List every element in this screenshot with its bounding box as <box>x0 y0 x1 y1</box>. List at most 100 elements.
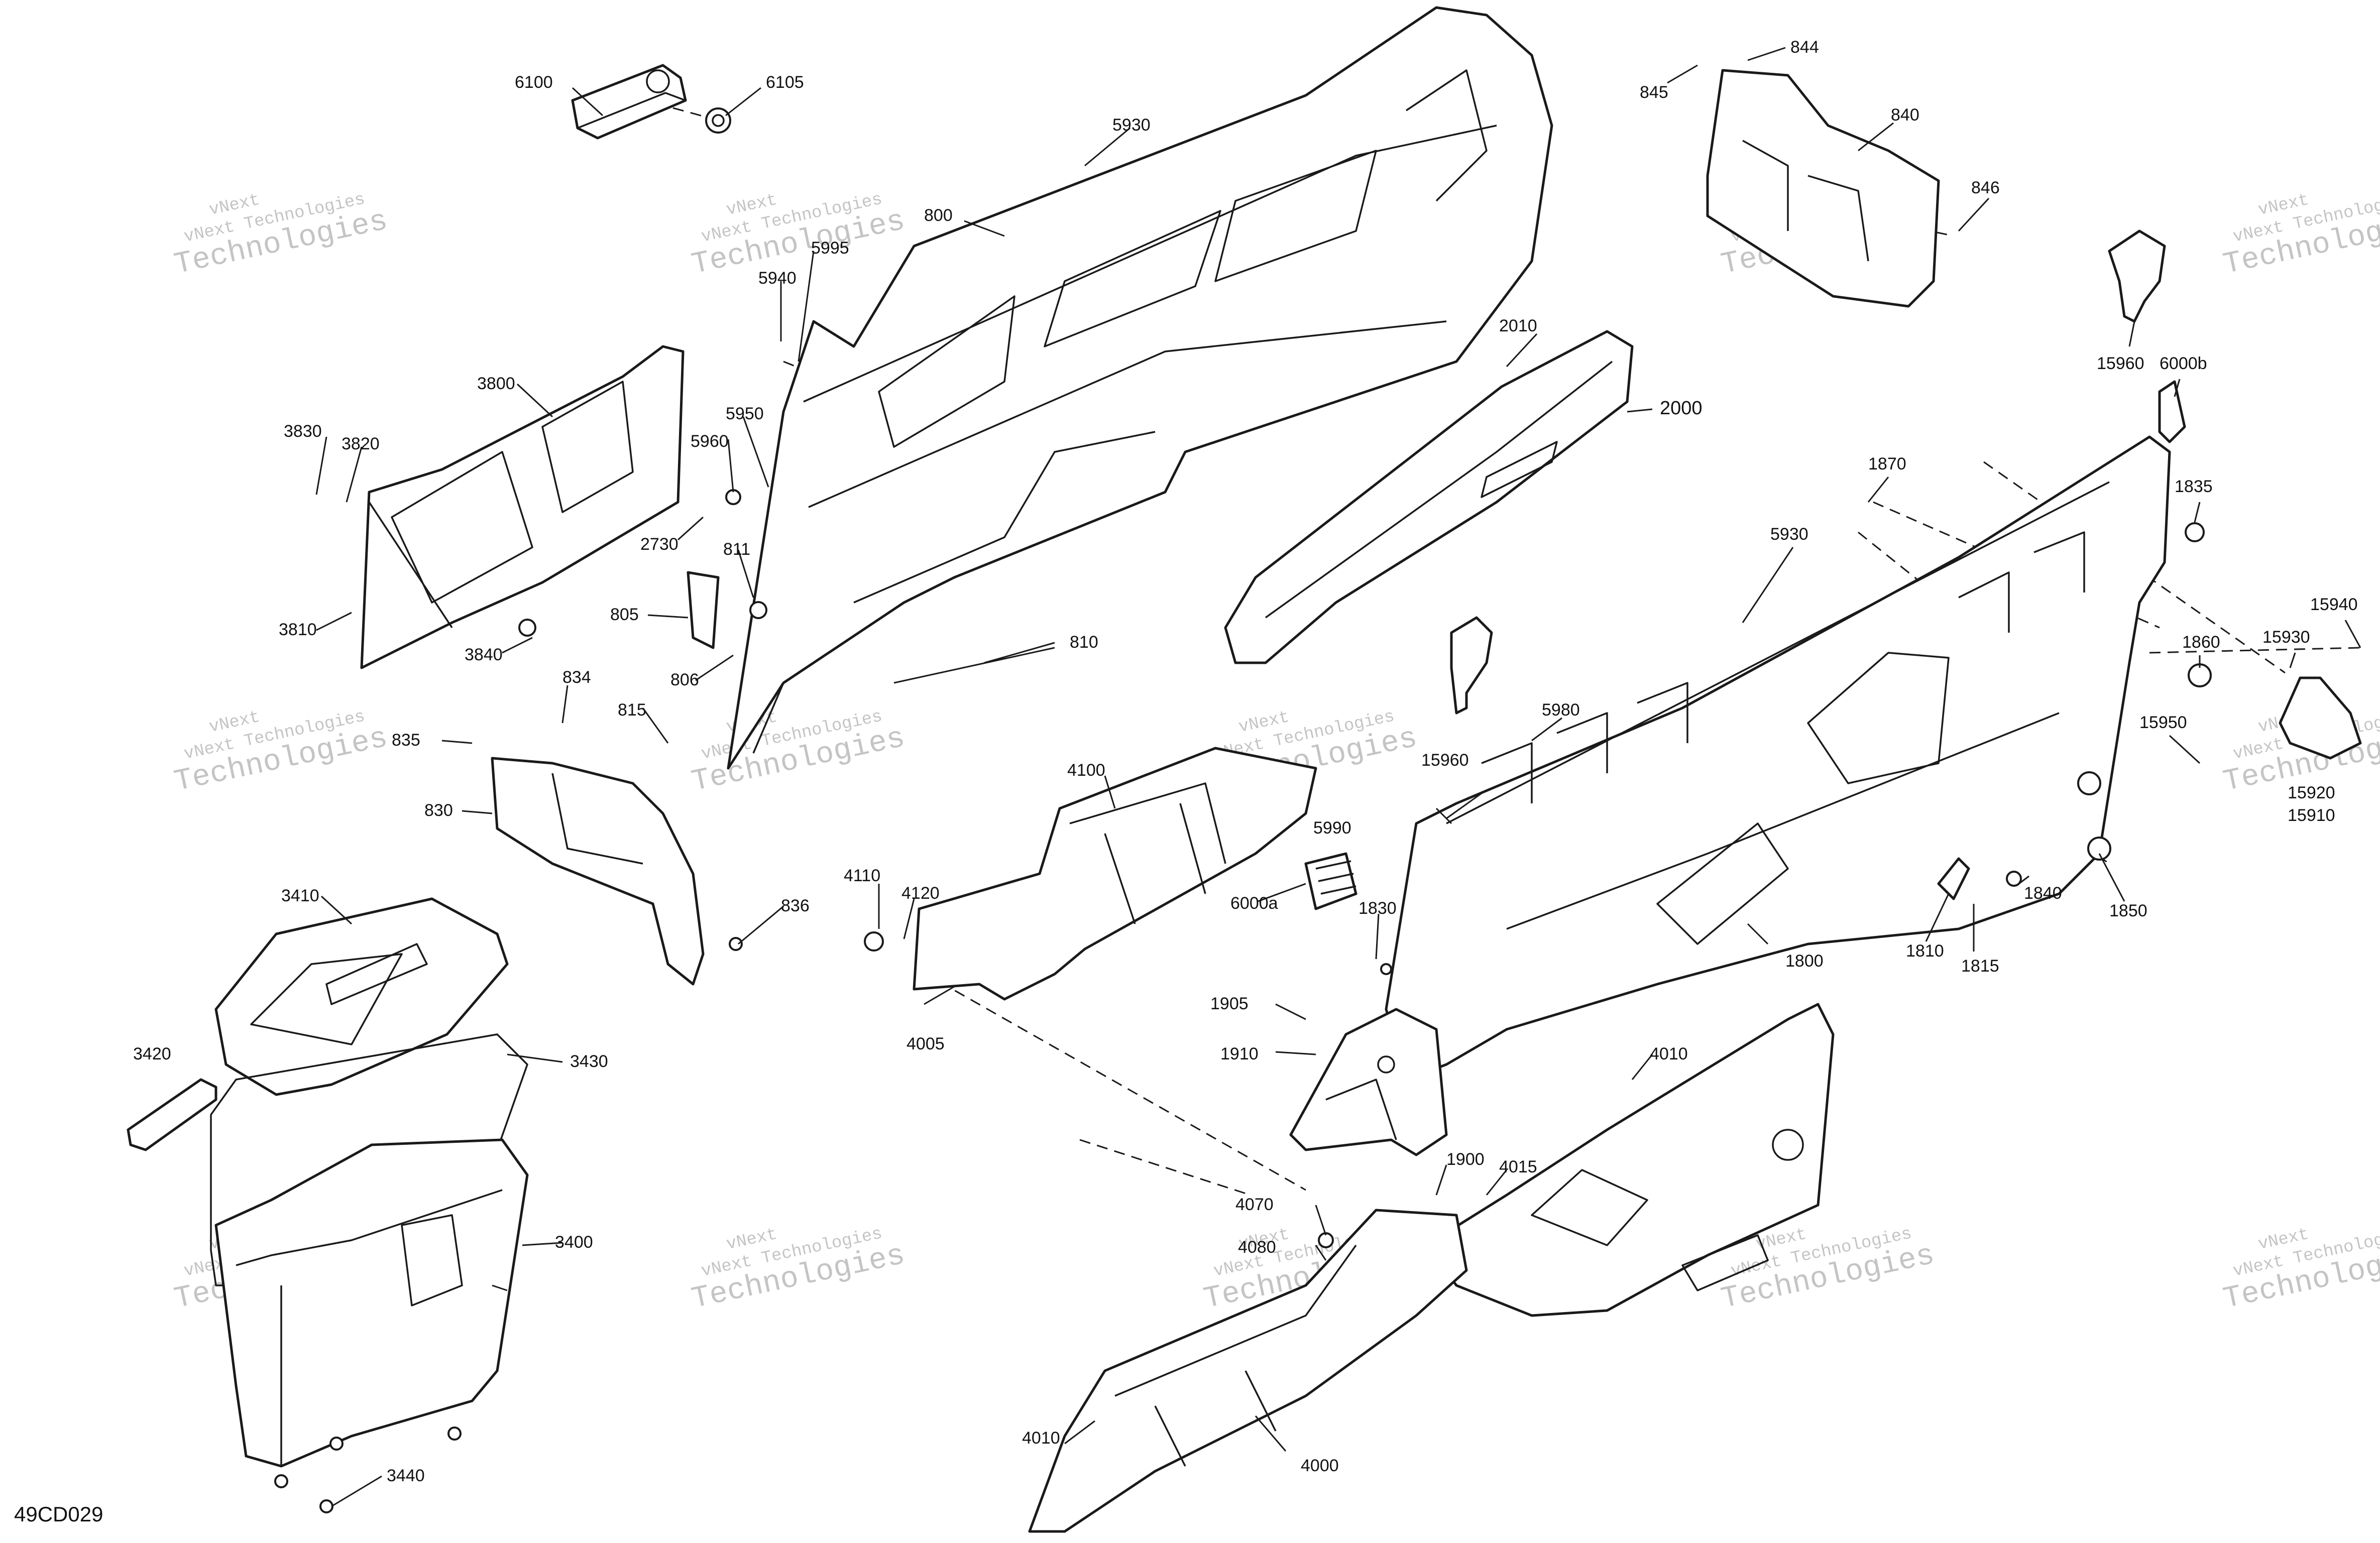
callout-5940: 5940 <box>758 269 797 288</box>
callout-3410: 3410 <box>281 886 319 905</box>
callout-846: 846 <box>1971 178 2000 197</box>
callout-2010: 2010 <box>1499 316 1537 335</box>
assembly-line <box>939 981 1306 1191</box>
watermark: vNext vNext Technologies Technologies <box>689 707 908 799</box>
callout-3840: 3840 <box>465 645 503 664</box>
callout-15920: 15920 <box>2288 783 2335 802</box>
callout-5930: 5930 <box>1770 525 1808 544</box>
callout-4010: 4010 <box>1650 1044 1688 1063</box>
callout-1870: 1870 <box>1868 454 1906 473</box>
callout-815: 815 <box>618 700 646 720</box>
part-15920-cover <box>2279 676 2362 760</box>
diagram-code: 49CD029 <box>14 1502 103 1526</box>
callout-811: 811 <box>723 540 750 559</box>
callout-834: 834 <box>562 668 591 687</box>
part-4000-duct <box>1028 1209 1468 1533</box>
callout-15960: 15960 <box>1421 751 1469 770</box>
callout-810: 810 <box>1070 633 1098 652</box>
part-6000b-vent <box>2158 380 2186 443</box>
callout-3820: 3820 <box>342 434 380 453</box>
callout-6100: 6100 <box>515 73 553 92</box>
part-840-bracket <box>1706 69 1940 308</box>
callout-3810: 3810 <box>279 620 317 639</box>
watermark: vNext vNext Technologies Technologies <box>689 1224 908 1317</box>
callout-5930: 5930 <box>1112 115 1151 135</box>
callout-845: 845 <box>1640 83 1668 102</box>
callout-806: 806 <box>670 670 699 689</box>
part-4100-duct <box>913 747 1317 1001</box>
callout-2000: 2000 <box>1660 398 1703 419</box>
part-3410-lid <box>214 897 509 1096</box>
callout-4080: 4080 <box>1238 1238 1276 1257</box>
part-15960-knob-lower <box>1450 616 1493 715</box>
callout-4005: 4005 <box>906 1034 945 1053</box>
part-15960-knob <box>2108 229 2166 323</box>
callout-1810: 1810 <box>1906 941 1944 961</box>
callout-805: 805 <box>610 605 639 624</box>
callout-15950: 15950 <box>2139 713 2187 732</box>
callout-3400: 3400 <box>555 1233 593 1252</box>
callout-1860: 1860 <box>2182 633 2220 652</box>
callout-15930: 15930 <box>2262 628 2310 647</box>
callout-835: 835 <box>392 731 420 750</box>
callout-labels: 6100 6105 5930 800 5940 5995 3800 3830 3… <box>133 38 2358 1485</box>
callout-830: 830 <box>424 801 453 820</box>
callout-5980: 5980 <box>1542 700 1580 720</box>
watermark: vNext vNext Technologies Technologies <box>2220 190 2380 282</box>
part-3420-handle <box>127 1078 217 1151</box>
callout-4015: 4015 <box>1499 1157 1537 1176</box>
callout-5960: 5960 <box>691 432 729 451</box>
callout-5950: 5950 <box>726 404 764 423</box>
callout-3440: 3440 <box>387 1466 425 1485</box>
part-6000a-vent <box>1304 852 1357 910</box>
callout-800: 800 <box>924 206 953 225</box>
part-4010-panel <box>1425 1003 1835 1317</box>
watermark: vNext vNext Technologies Technologies <box>171 707 391 799</box>
watermark: vNext vNext Technologies Technologies <box>171 190 391 282</box>
assembly-line <box>672 107 729 124</box>
callout-1910: 1910 <box>1220 1044 1259 1063</box>
part-830-bracket <box>491 757 705 986</box>
callout-5990: 5990 <box>1313 818 1351 838</box>
callout-4110: 4110 <box>844 866 880 885</box>
callout-4120: 4120 <box>901 884 940 903</box>
callout-6000a: 6000a <box>1230 894 1278 913</box>
part-6100-bracket <box>571 64 687 140</box>
callout-844: 844 <box>1790 38 1819 57</box>
callout-6105: 6105 <box>766 73 804 92</box>
part-1900-bracket <box>1289 1008 1448 1156</box>
callout-6000b: 6000b <box>2160 354 2207 373</box>
callout-1905: 1905 <box>1210 994 1249 1013</box>
callout-3420: 3420 <box>133 1044 171 1063</box>
callout-15910: 15910 <box>2288 806 2335 825</box>
callout-3800: 3800 <box>477 374 515 393</box>
callout-4100: 4100 <box>1067 761 1105 780</box>
part-6105-nut <box>705 107 731 134</box>
callout-1850: 1850 <box>2109 901 2147 920</box>
leader-lines <box>315 47 2361 1507</box>
hardware <box>274 489 2212 1513</box>
callout-4010: 4010 <box>1022 1429 1060 1448</box>
callout-836: 836 <box>781 896 810 915</box>
part-3400-box <box>214 1138 529 1468</box>
callout-15960: 15960 <box>2097 354 2144 373</box>
callout-2730: 2730 <box>640 535 678 554</box>
callout-5995: 5995 <box>811 239 849 258</box>
part-805-plate <box>687 571 720 649</box>
part-800-rear-panel <box>727 6 1553 770</box>
callout-1815: 1815 <box>1961 957 1999 976</box>
watermark: vNext vNext Technologies Technologies <box>689 190 908 282</box>
part-2000-handle <box>1224 330 1634 664</box>
callout-1840: 1840 <box>2024 884 2062 903</box>
callout-1830: 1830 <box>1358 899 1397 918</box>
callout-15940: 15940 <box>2310 595 2358 614</box>
part-3800-panel <box>360 345 685 669</box>
callout-4000: 4000 <box>1301 1456 1339 1475</box>
callout-1800: 1800 <box>1785 952 1824 971</box>
callout-3830: 3830 <box>284 422 322 441</box>
callout-1900: 1900 <box>1446 1150 1485 1169</box>
watermark: vNext vNext Technologies Technologies <box>2220 1224 2380 1317</box>
callout-840: 840 <box>1891 105 1919 125</box>
callout-3430: 3430 <box>570 1052 608 1071</box>
